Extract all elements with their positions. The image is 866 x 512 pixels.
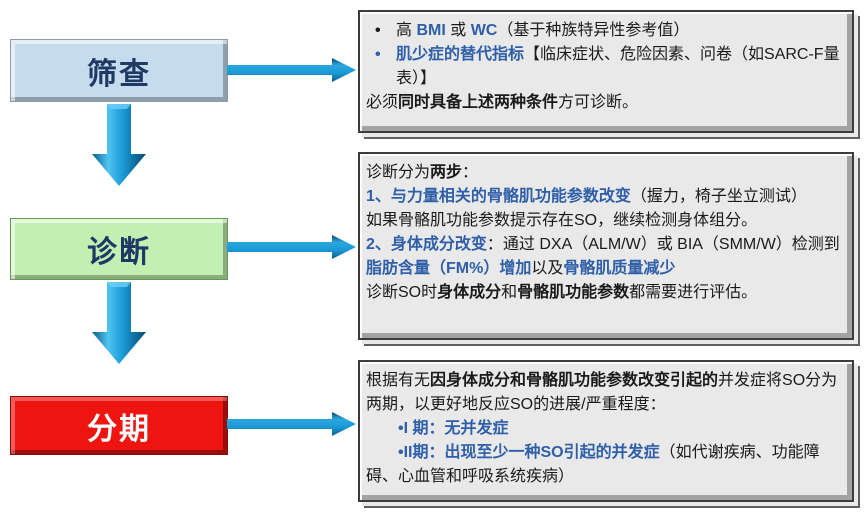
text-segment: 必须 xyxy=(366,94,399,111)
paragraph: • 高 BMI 或 WC（基于种族特异性参考值） xyxy=(366,19,840,43)
paragraph: 必须同时具备上述两种条件方可诊断。 xyxy=(366,91,840,115)
text-segment: BMI xyxy=(416,22,446,39)
text-segment: ：通过 DXA（ALM/W）或 BIA（SMM/W）检测到 xyxy=(486,236,840,253)
paragraph: •I 期：无并发症 xyxy=(366,417,840,441)
step-box-staging: 分期 xyxy=(10,396,228,455)
bullet-icon: • xyxy=(375,46,381,63)
text-segment: 都需要进行评估。 xyxy=(629,284,758,301)
step-label-screening: 筛查 xyxy=(87,57,151,91)
text-segment: 或 xyxy=(445,22,471,39)
text-segment: 两步 xyxy=(430,164,463,181)
text-segment: 脂肪含量（FM%）增加 xyxy=(366,260,532,277)
step-box-screening: 筛查 xyxy=(10,39,228,102)
text-segment: 方可诊断。 xyxy=(558,94,639,111)
bullet-icon: • xyxy=(375,22,381,39)
right-arrow-icon xyxy=(227,57,357,83)
right-arrow-icon xyxy=(227,234,357,260)
screening-criteria-panel: • 高 BMI 或 WC（基于种族特异性参考值） • 肌少症的替代指标【临床症状、危险… xyxy=(358,10,854,133)
step-label-staging: 分期 xyxy=(87,412,151,446)
step-box-diagnosis: 诊断 xyxy=(10,218,228,280)
text-segment: 1、与力量相关的骨骼肌功能参数改变 xyxy=(366,188,631,205)
text-segment: 如果骨骼肌功能参数提示存在SO，继续检测身体组分。 xyxy=(366,212,758,229)
text-segment: ： xyxy=(462,164,479,181)
paragraph: 如果骨骼肌功能参数提示存在SO，继续检测身体组分。 xyxy=(366,209,840,233)
paragraph: 2、身体成分改变：通过 DXA（ALM/W）或 BIA（SMM/W）检测到脂肪含… xyxy=(366,233,840,281)
text-segment: 和 xyxy=(501,284,518,301)
text-segment: （如代谢疾病、功能障碍、心血管和呼吸系统疾病） xyxy=(366,444,820,485)
text-segment: WC xyxy=(470,22,498,39)
text-segment: 诊断分为 xyxy=(366,164,431,181)
text-segment: 并发症将SO分为两期，以更好地反应SO的进展/严重程度： xyxy=(366,372,838,413)
staging-criteria-panel: 根据有无因身体成分和骨骼肌功能参数改变引起的并发症将SO分为两期，以更好地反应S… xyxy=(358,360,854,502)
text-segment: •II期：出现至少一种SO引起的并发症 xyxy=(398,444,660,461)
diagnosis-steps-panel: 诊断分为两步：1、与力量相关的骨骼肌功能参数改变（握力，椅子坐立测试）如果骨骼肌… xyxy=(358,152,854,340)
text-segment: 肌少症的替代指标 xyxy=(396,46,525,63)
text-segment: 诊断SO时 xyxy=(366,284,438,301)
text-segment: 因身体成分和骨骼肌功能参数改变引起的 xyxy=(430,372,719,389)
paragraph: 根据有无因身体成分和骨骼肌功能参数改变引起的并发症将SO分为两期，以更好地反应S… xyxy=(366,369,840,417)
paragraph: •II期：出现至少一种SO引起的并发症（如代谢疾病、功能障碍、心血管和呼吸系统疾… xyxy=(366,441,840,489)
paragraph: 诊断SO时身体成分和骨骼肌功能参数都需要进行评估。 xyxy=(366,281,840,305)
text-segment: •I 期：无并发症 xyxy=(398,420,509,437)
text-segment: 骨骼肌质量减少 xyxy=(563,260,676,277)
right-arrow-icon xyxy=(227,411,357,437)
text-segment: 高 xyxy=(396,22,417,39)
down-arrow-icon xyxy=(91,281,147,365)
text-segment: 同时具备上述两种条件 xyxy=(398,94,559,111)
text-segment: 以及 xyxy=(531,260,564,277)
text-segment: 【临床症状、危险因素、问卷（如SARC-F量表）】 xyxy=(396,46,840,87)
paragraph: 1、与力量相关的骨骼肌功能参数改变（握力，椅子坐立测试） xyxy=(366,185,840,209)
text-segment: （基于种族特异性参考值） xyxy=(497,22,690,39)
text-segment: 根据有无 xyxy=(366,372,431,389)
text-segment: 2、身体成分改变 xyxy=(366,236,487,253)
step-label-diagnosis: 诊断 xyxy=(87,236,151,269)
text-segment: 骨骼肌功能参数 xyxy=(517,284,630,301)
text-segment: 身体成分 xyxy=(437,284,502,301)
paragraph: 诊断分为两步： xyxy=(366,161,840,185)
paragraph: • 肌少症的替代指标【临床症状、危险因素、问卷（如SARC-F量表）】 xyxy=(366,43,840,91)
down-arrow-icon xyxy=(91,103,147,187)
text-segment: （握力，椅子坐立测试） xyxy=(630,188,807,205)
